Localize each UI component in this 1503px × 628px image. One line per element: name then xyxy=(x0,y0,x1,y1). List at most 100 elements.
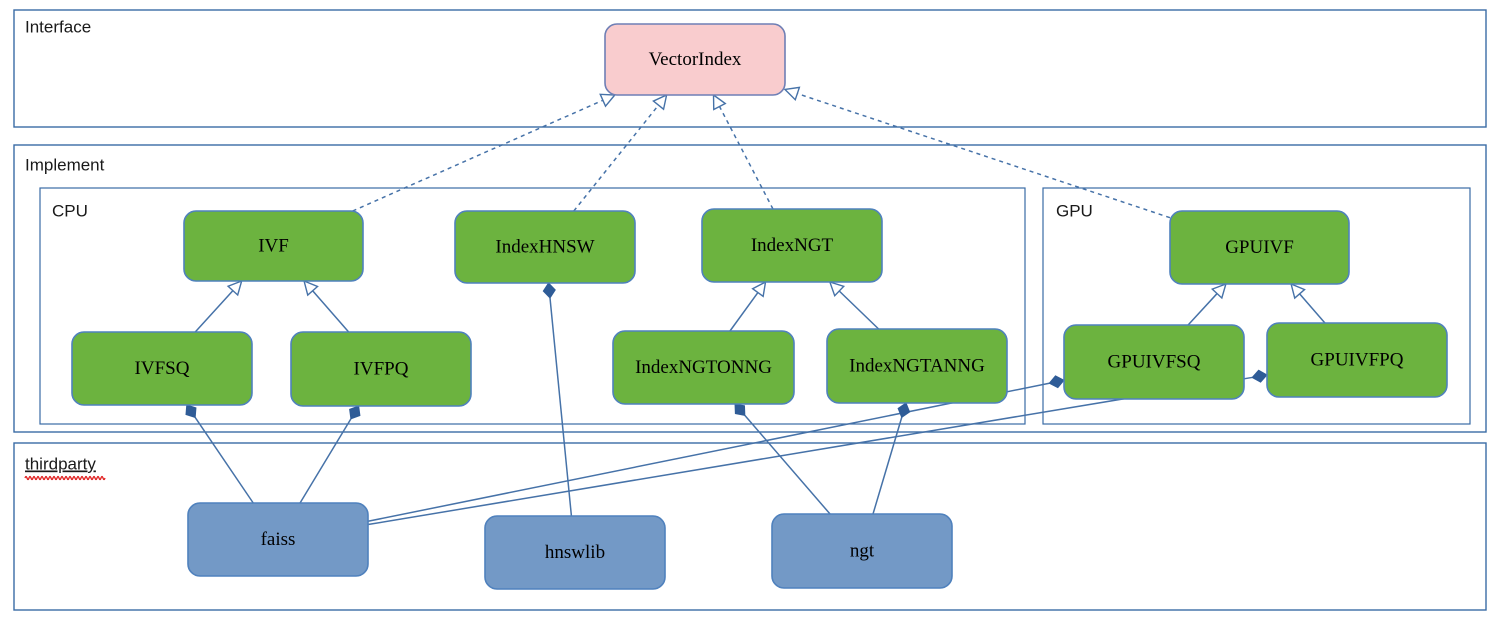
relationship-edges xyxy=(185,86,1326,526)
realization-arrowhead-icon xyxy=(652,93,668,111)
node-box-ivfsq[interactable] xyxy=(71,331,253,406)
edge-line xyxy=(312,290,350,333)
node-box-ngt[interactable] xyxy=(771,513,953,589)
group-label-implement: Implement xyxy=(25,155,105,174)
node-box-gpuivf[interactable] xyxy=(1169,210,1350,285)
node-box-vectorindex[interactable] xyxy=(604,23,786,96)
node-label-indexhnsw: IndexHNSW xyxy=(495,236,594,257)
composition-diamond-icon xyxy=(1048,375,1065,389)
edge-line xyxy=(1187,293,1218,326)
edge-ngt-to-indexngtonng xyxy=(734,403,831,515)
edge-line xyxy=(872,417,903,515)
node-label-ivf: IVF xyxy=(258,235,289,256)
edge-line xyxy=(1299,293,1326,324)
node-box-gpuivfpq[interactable] xyxy=(1266,322,1448,398)
node-label-indexngt: IndexNGT xyxy=(751,235,834,256)
edge-line xyxy=(549,297,573,517)
subgroup-border-gpu xyxy=(1042,187,1471,425)
class-node-ivfpq[interactable]: IVFPQ xyxy=(290,331,472,407)
class-node-gpuivfpq[interactable]: GPUIVFPQ xyxy=(1266,322,1448,398)
node-box-ivfpq[interactable] xyxy=(290,331,472,407)
node-label-vectorindex: VectorIndex xyxy=(649,49,742,70)
node-label-indexngtanng: IndexNGTANNG xyxy=(849,355,985,376)
edge-gpuivf-to-vectorindex xyxy=(783,86,1171,219)
node-box-indexngtonng[interactable] xyxy=(612,330,795,405)
node-box-indexngtanng[interactable] xyxy=(826,328,1008,404)
class-node-indexngtanng[interactable]: IndexNGTANNG xyxy=(826,328,1008,404)
edge-line xyxy=(299,418,352,504)
edge-indexhnsw-to-vectorindex xyxy=(573,93,668,212)
node-label-gpuivfsq: GPUIVFSQ xyxy=(1108,351,1201,372)
group-interface: Interface xyxy=(13,9,1487,128)
group-border-implement xyxy=(13,144,1487,433)
node-label-ivfsq: IVFSQ xyxy=(135,358,190,379)
edge-ivfpq-to-ivf xyxy=(303,279,350,333)
edge-line xyxy=(838,290,880,330)
node-label-indexngtonng: IndexNGTONNG xyxy=(635,357,772,378)
node-box-indexhnsw[interactable] xyxy=(454,210,636,284)
class-node-indexngt[interactable]: IndexNGT xyxy=(701,208,883,283)
class-node-ivf[interactable]: IVF xyxy=(183,210,364,282)
subgroup-label-cpu: CPU xyxy=(52,201,88,220)
edge-line xyxy=(744,414,831,515)
composition-diamond-icon xyxy=(1251,369,1268,383)
node-box-hnswlib[interactable] xyxy=(484,515,666,590)
edge-line xyxy=(194,416,254,504)
edge-line xyxy=(367,376,1253,526)
class-node-ngt[interactable]: ngt xyxy=(771,513,953,589)
edge-line xyxy=(729,292,759,332)
node-box-ivf[interactable] xyxy=(183,210,364,282)
node-box-faiss[interactable] xyxy=(187,502,369,577)
node-label-gpuivf: GPUIVF xyxy=(1225,237,1294,258)
composition-diamond-icon xyxy=(734,403,746,416)
edge-ngt-to-indexngtanng xyxy=(872,402,911,515)
spellcheck-underline-icon xyxy=(24,475,106,481)
class-node-indexngtonng[interactable]: IndexNGTONNG xyxy=(612,330,795,405)
edge-gpuivfpq-to-gpuivf xyxy=(1290,282,1326,324)
class-node-faiss[interactable]: faiss xyxy=(187,502,369,577)
node-label-ngt: ngt xyxy=(850,540,875,561)
edge-ivf-to-vectorindex xyxy=(352,93,617,212)
edge-indexngt-to-vectorindex xyxy=(712,93,774,210)
edge-ivfsq-to-ivf xyxy=(194,279,243,333)
group-border-thirdparty xyxy=(13,442,1487,611)
inheritance-arrowhead-icon xyxy=(303,279,319,297)
edge-line xyxy=(194,290,234,333)
edge-line xyxy=(573,104,660,212)
composition-diamond-icon xyxy=(349,405,361,420)
class-node-ivfsq[interactable]: IVFSQ xyxy=(71,331,253,406)
subgroup-gpu: GPU xyxy=(1042,187,1471,425)
group-border-interface xyxy=(13,9,1487,128)
inheritance-arrowhead-icon xyxy=(1210,282,1227,300)
class-node-gpuivfsq[interactable]: GPUIVFSQ xyxy=(1063,324,1245,400)
node-label-hnswlib: hnswlib xyxy=(545,542,605,563)
edge-faiss-to-gpuivfsq xyxy=(367,375,1065,522)
subgroup-border-cpu xyxy=(39,187,1026,425)
composition-diamond-icon xyxy=(542,282,556,299)
node-box-gpuivfsq[interactable] xyxy=(1063,324,1245,400)
inheritance-arrowhead-icon xyxy=(1290,282,1306,300)
edge-faiss-to-ivfpq xyxy=(299,405,361,504)
inheritance-arrowhead-icon xyxy=(751,280,767,298)
edge-indexngtonng-to-indexngt xyxy=(729,280,767,332)
node-label-gpuivfpq: GPUIVFPQ xyxy=(1311,349,1404,370)
edge-gpuivfsq-to-gpuivf xyxy=(1187,282,1227,326)
class-node-gpuivf[interactable]: GPUIVF xyxy=(1169,210,1350,285)
realization-arrowhead-icon xyxy=(599,93,617,108)
class-node-vectorindex[interactable]: VectorIndex xyxy=(604,23,786,96)
edge-line xyxy=(367,382,1050,522)
group-implement: Implement xyxy=(13,144,1487,433)
node-box-indexngt[interactable] xyxy=(701,208,883,283)
group-label-interface: Interface xyxy=(25,17,91,36)
group-thirdparty: thirdparty xyxy=(13,442,1487,611)
class-node-hnswlib[interactable]: hnswlib xyxy=(484,515,666,590)
inheritance-arrowhead-icon xyxy=(828,280,846,298)
realization-arrowhead-icon xyxy=(783,86,801,102)
realization-arrowhead-icon xyxy=(712,93,727,111)
subgroup-label-gpu: GPU xyxy=(1056,201,1093,220)
class-node-indexhnsw[interactable]: IndexHNSW xyxy=(454,210,636,284)
